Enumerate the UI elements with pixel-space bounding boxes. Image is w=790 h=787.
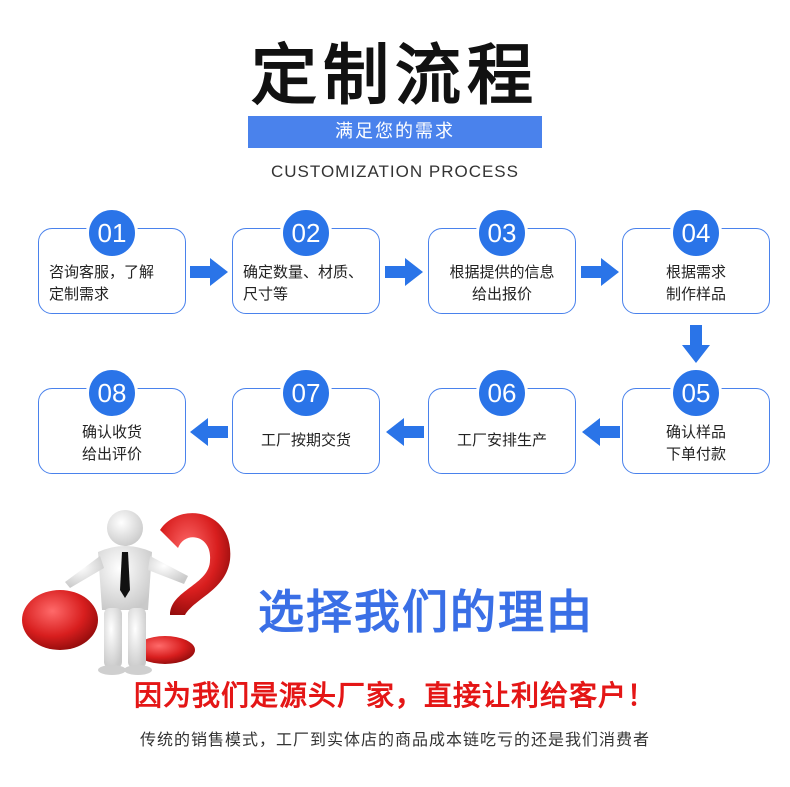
subtitle-banner: 满足您的需求 bbox=[248, 116, 542, 148]
step-03: 03 根据提供的信息 给出报价 bbox=[428, 207, 576, 314]
step-02: 02 确定数量、材质、 尺寸等 bbox=[232, 207, 380, 314]
step-06: 06 工厂安排生产 bbox=[428, 367, 576, 474]
step-label: 根据需求 制作样品 bbox=[665, 263, 726, 303]
slogan: 因为我们是源头厂家，直接让利给客户！ bbox=[133, 679, 656, 712]
step-07: 07 工厂按期交货 bbox=[232, 367, 380, 474]
step-04: 04 根据需求 制作样品 bbox=[622, 207, 770, 314]
question-mark-figure bbox=[22, 510, 231, 675]
step-number: 01 bbox=[86, 207, 138, 259]
page-title: 定制流程 bbox=[251, 37, 539, 114]
arrow-right-icon bbox=[190, 258, 228, 286]
arrow-left-icon bbox=[386, 418, 424, 446]
step-number: 06 bbox=[476, 367, 528, 419]
step-label: 根据提供的信息 给出报价 bbox=[449, 263, 555, 303]
english-subtitle: CUSTOMIZATION PROCESS bbox=[270, 162, 519, 181]
arrow-right-icon bbox=[385, 258, 423, 286]
description: 传统的销售模式，工厂到实体店的商品成本链吃亏的还是我们消费者 bbox=[139, 730, 650, 749]
step-number: 05 bbox=[670, 367, 722, 419]
step-label: 确认样品 下单付款 bbox=[665, 423, 726, 463]
arrow-left-icon bbox=[190, 418, 228, 446]
step-number: 02 bbox=[280, 207, 332, 259]
step-label: 工厂安排生产 bbox=[456, 431, 547, 449]
step-number: 04 bbox=[670, 207, 722, 259]
step-number: 07 bbox=[280, 367, 332, 419]
step-05: 05 确认样品 下单付款 bbox=[622, 367, 770, 474]
arrow-right-icon bbox=[581, 258, 619, 286]
step-label: 确认收货 给出评价 bbox=[81, 423, 142, 463]
reason-heading: 选择我们的理由 bbox=[258, 585, 594, 639]
step-label: 咨询客服，了解 定制需求 bbox=[49, 263, 155, 303]
step-number: 03 bbox=[476, 207, 528, 259]
arrow-left-icon bbox=[582, 418, 620, 446]
step-01: 01 咨询客服，了解 定制需求 bbox=[38, 207, 186, 314]
step-label: 确定数量、材质、 尺寸等 bbox=[243, 263, 364, 303]
step-08: 08 确认收货 给出评价 bbox=[38, 367, 186, 474]
step-label: 工厂按期交货 bbox=[260, 431, 351, 449]
step-number: 08 bbox=[86, 367, 138, 419]
arrow-down-icon bbox=[682, 325, 710, 363]
